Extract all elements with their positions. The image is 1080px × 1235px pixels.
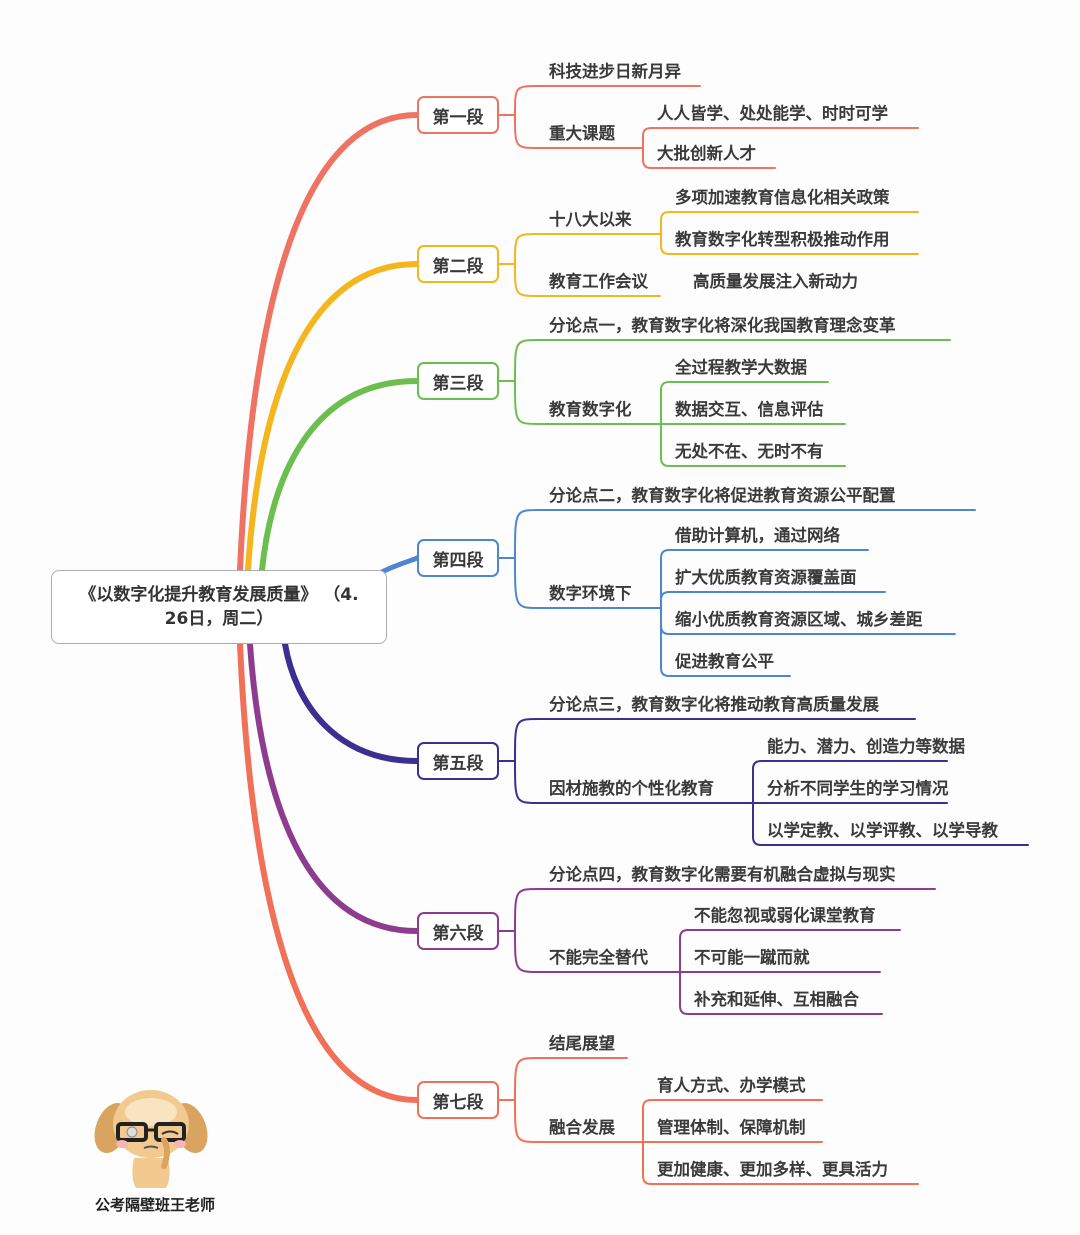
branch-label[interactable]: 重大课题 [549, 124, 615, 143]
section-node-2[interactable]: 第二段 [417, 245, 499, 283]
branch-line-1-2 [514, 114, 644, 149]
leaf-label[interactable]: 更加健康、更加多样、更具活力 [657, 1160, 888, 1179]
leaf-label[interactable]: 借助计算机，通过网络 [675, 526, 840, 545]
leaf-line [660, 233, 919, 255]
branch-label[interactable]: 分论点四，教育数字化需要有机融合虚拟与现实 [549, 865, 896, 884]
branch-line-5-2 [514, 760, 753, 804]
leaf-label[interactable]: 数据交互、信息评估 [675, 400, 824, 419]
leaf-label[interactable]: 不能忽视或弱化课堂教育 [694, 906, 876, 925]
leaf-label[interactable]: 育人方式、办学模式 [657, 1076, 806, 1095]
author-signature: 公考隔壁班王老师 [94, 1196, 215, 1214]
leaf-label[interactable]: 扩大优质教育资源覆盖面 [675, 568, 857, 587]
leaf-line [660, 607, 791, 677]
branch-line-2-2 [514, 263, 661, 297]
leaf-label[interactable]: 分析不同学生的学习情况 [767, 779, 949, 798]
branch-line-4-1 [514, 509, 976, 559]
root-branch-6 [247, 641, 420, 934]
section-node-5[interactable]: 第五段 [417, 742, 499, 780]
leaf-line [660, 423, 846, 467]
leaf-line [679, 929, 901, 973]
branch-line-4-2 [514, 557, 661, 609]
branch-label[interactable]: 科技进步日新月异 [549, 62, 681, 81]
leaf-line [642, 127, 919, 149]
section-node-3[interactable]: 第三段 [417, 362, 499, 400]
branch-label[interactable]: 因材施教的个性化教育 [549, 779, 714, 798]
section-node-4[interactable]: 第四段 [417, 539, 499, 577]
leaf-line [752, 760, 948, 804]
leaf-label[interactable]: 教育数字化转型积极推动作用 [675, 230, 890, 249]
root-branch-2 [245, 261, 420, 573]
leaf-label[interactable]: 大批创新人才 [657, 144, 756, 163]
leaf-label[interactable]: 无处不在、无时不有 [675, 442, 824, 461]
branch-line-6-2 [514, 930, 681, 973]
leaf-line [642, 1141, 919, 1185]
leaf-label[interactable]: 全过程教学大数据 [675, 358, 807, 377]
leaf-line [679, 971, 883, 1015]
leaf-line [752, 802, 1029, 846]
branch-line-3-2 [514, 380, 661, 425]
root-topic-line-1: 《以数字化提升教育发展质量》 （4. [79, 585, 359, 605]
leaf-label[interactable]: 以学定教、以学评教、以学导教 [767, 821, 998, 840]
root-branch-5 [282, 641, 420, 764]
leaf-label[interactable]: 不可能一蹴而就 [694, 948, 810, 967]
section-node-6[interactable]: 第六段 [417, 912, 499, 950]
branch-label[interactable]: 教育工作会议 [549, 272, 648, 291]
root-topic[interactable]: 《以数字化提升教育发展质量》 （4. 26日，周二） [51, 570, 387, 644]
root-branch-1 [237, 112, 420, 573]
branch-label[interactable]: 分论点二，教育数字化将促进教育资源公平配置 [549, 486, 896, 505]
branch-label[interactable]: 教育数字化 [549, 400, 632, 419]
root-branch-3 [259, 378, 420, 573]
leaf-label[interactable]: 能力、潜力、创造力等数据 [767, 737, 965, 756]
branch-line-6-1 [514, 888, 936, 932]
leaf-label[interactable]: 促进教育公平 [675, 652, 774, 671]
root-topic-line-2: 26日，周二） [164, 609, 274, 629]
branch-line-3-1 [514, 339, 951, 382]
branch-label[interactable]: 融合发展 [549, 1118, 615, 1137]
branch-line-7-2 [514, 1099, 643, 1143]
branch-line-2-1 [514, 233, 661, 265]
leaf-label[interactable]: 补充和延伸、互相融合 [694, 990, 859, 1009]
branch-label[interactable]: 分论点三，教育数字化将推动教育高质量发展 [549, 695, 879, 714]
branch-label[interactable]: 数字环境下 [549, 584, 632, 603]
leaf-line [642, 147, 776, 169]
leaf-line [660, 211, 919, 235]
leaf-label[interactable]: 多项加速教育信息化相关政策 [675, 188, 890, 207]
leaf-line [660, 381, 829, 425]
leaf-label[interactable]: 高质量发展注入新动力 [693, 272, 858, 291]
leaf-line [660, 549, 869, 609]
branch-label[interactable]: 不能完全替代 [549, 948, 648, 967]
glasses-puppy-mascot-icon [94, 1090, 208, 1188]
leaf-label[interactable]: 缩小优质教育资源区域、城乡差距 [675, 610, 923, 629]
branch-label[interactable]: 分论点一，教育数字化将深化我国教育理念变革 [549, 316, 896, 335]
leaf-label[interactable]: 管理体制、保障机制 [657, 1118, 806, 1137]
leaf-line [642, 1099, 823, 1143]
branch-line-5-1 [514, 718, 916, 762]
branch-label[interactable]: 十八大以来 [549, 210, 632, 229]
leaf-line [660, 591, 886, 609]
leaf-label[interactable]: 人人皆学、处处能学、时时可学 [657, 104, 888, 123]
section-node-7[interactable]: 第七段 [417, 1081, 499, 1119]
branch-line-1-1 [514, 85, 701, 116]
section-node-1[interactable]: 第一段 [417, 96, 499, 134]
branch-line-7-1 [514, 1057, 628, 1101]
root-branch-7 [237, 641, 420, 1103]
branch-label[interactable]: 结尾展望 [549, 1034, 615, 1053]
